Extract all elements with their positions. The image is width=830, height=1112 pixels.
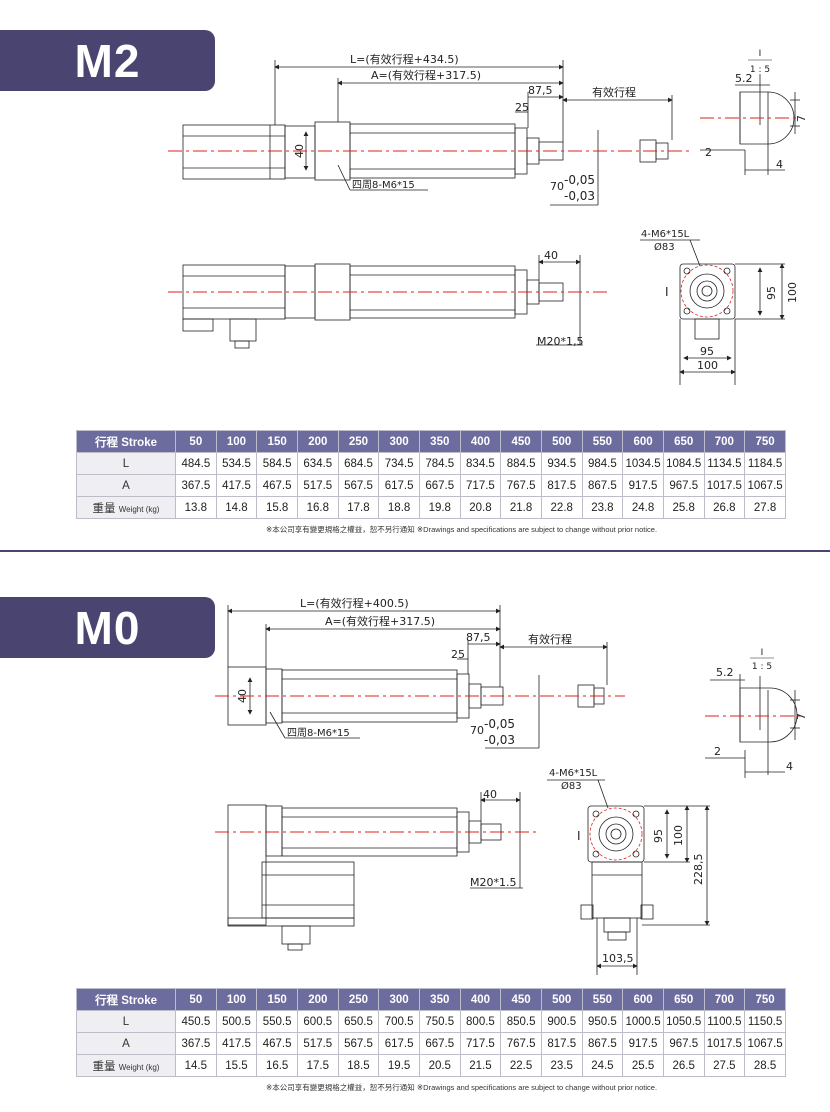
row-label-l: L: [76, 452, 176, 475]
dim-87-5: 87,5: [528, 84, 553, 97]
model-title: M0: [74, 601, 141, 654]
tol-base: 70: [550, 180, 564, 193]
dim-a: A=(有效行程+317.5): [371, 68, 481, 82]
tol-lower: -0,03: [484, 733, 515, 747]
dim-100v: 100: [786, 282, 799, 303]
dim-95h: 95: [700, 345, 714, 358]
tol-upper: -0,05: [484, 717, 515, 731]
roman-i: I: [577, 829, 581, 843]
tol-base: 70: [470, 724, 484, 737]
dim-25: 25: [515, 101, 529, 114]
thread-note: M20*1,5: [537, 335, 583, 348]
row-label-weight: 重量 Weight (kg): [76, 1054, 176, 1077]
dim-5-2: 5.2: [716, 666, 734, 679]
dim-40: 40: [293, 144, 306, 158]
thread-note: M20*1.5: [470, 876, 516, 889]
dim-40b: 40: [483, 788, 497, 801]
disclaimer-note: ※本公司享有變更規格之權益，恕不另行通知 ※Drawings and speci…: [266, 1083, 658, 1092]
detail-label: I: [761, 648, 764, 658]
dim-7: 7: [795, 115, 808, 122]
model-badge-m2: M2: [0, 30, 215, 91]
tol-lower: -0,03: [564, 189, 595, 203]
stroke-header: 行程 Stroke: [76, 430, 176, 453]
row-label-weight: 重量 Weight (kg): [76, 496, 176, 519]
flange-dia: Ø83: [654, 241, 675, 253]
model-badge-m0: M0: [0, 597, 215, 658]
m2-drawing: L=(有效行程+434.5) A=(有效行程+317.5) 87,5 25 有效…: [168, 49, 808, 385]
row-label-l: L: [76, 1010, 176, 1033]
dim-100h: 100: [697, 359, 718, 372]
flange-holes: 4-M6*15L: [641, 229, 690, 240]
dim-100v: 100: [672, 825, 685, 846]
dim-2: 2: [705, 146, 712, 159]
flange-holes: 4-M6*15L: [549, 768, 598, 779]
dim-4: 4: [786, 760, 793, 773]
dim-228-5: 228,5: [692, 854, 705, 886]
roman-i: I: [665, 285, 669, 299]
holes-note: 四周8-M6*15: [287, 727, 350, 739]
dim-40: 40: [236, 689, 249, 703]
dim-stroke: 有效行程: [528, 632, 572, 646]
dim-5-2: 5.2: [735, 72, 753, 85]
dim-stroke: 有效行程: [592, 85, 636, 99]
dim-87-5: 87,5: [466, 631, 491, 644]
disclaimer-note: ※本公司享有變更規格之權益，恕不另行通知 ※Drawings and speci…: [266, 525, 658, 534]
dim-103-5: 103,5: [602, 952, 634, 965]
section-divider: [0, 550, 830, 552]
dim-95v: 95: [765, 286, 778, 300]
detail-scale: 1 : 5: [750, 65, 770, 75]
flange-dia: Ø83: [561, 780, 582, 792]
dim-7: 7: [795, 713, 808, 720]
model-title: M2: [74, 34, 141, 87]
holes-note: 四周8-M6*15: [352, 179, 415, 191]
dim-95v: 95: [652, 829, 665, 843]
detail-scale: 1 : 5: [752, 662, 772, 672]
stroke-header: 行程 Stroke: [76, 988, 176, 1011]
dim-a: A=(有效行程+317.5): [325, 614, 435, 628]
dim-2: 2: [714, 745, 721, 758]
dim-40b: 40: [544, 249, 558, 262]
dim-l: L=(有效行程+434.5): [350, 52, 459, 66]
detail-label: I: [759, 49, 762, 59]
row-label-a: A: [76, 1032, 176, 1055]
dim-25: 25: [451, 648, 465, 661]
tol-upper: -0,05: [564, 173, 595, 187]
dim-l: L=(有效行程+400.5): [300, 596, 409, 610]
dim-4: 4: [776, 158, 783, 171]
